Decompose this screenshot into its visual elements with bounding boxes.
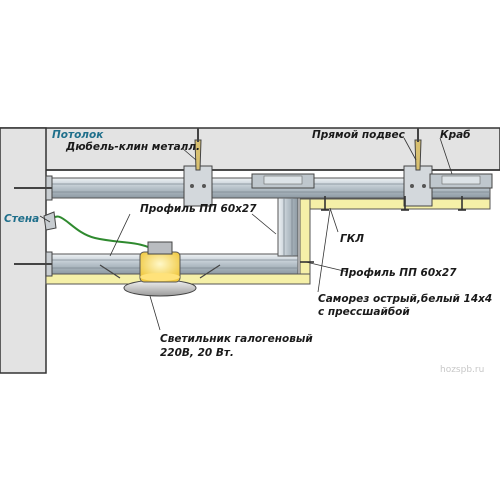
watermark: hozspb.ru — [440, 365, 484, 375]
crab-connector-1 — [251, 173, 315, 189]
label-lamp-line2: 220В, 20 Вт. — [160, 347, 234, 359]
wall-bracket-upper — [14, 175, 53, 201]
label-ceiling: Потолок — [52, 129, 104, 141]
direct-hanger-2 — [403, 128, 433, 207]
gkl-board-vertical — [299, 198, 311, 284]
leader-lines — [39, 137, 453, 331]
label-crab: Краб — [440, 129, 471, 141]
label-profile-upper: Профиль ПП 60х27 — [140, 203, 257, 215]
label-wall: Стена — [4, 213, 39, 225]
label-gkl: ГКЛ — [340, 233, 364, 245]
profile-vertical — [277, 197, 299, 257]
screw-1 — [321, 196, 329, 211]
halogen-lamp — [99, 241, 221, 297]
crab-connector-2 — [429, 173, 493, 189]
label-dowel: Дюбель-клин металл. — [65, 141, 200, 153]
electrical-wire — [49, 215, 159, 253]
label-screw-line1: Саморез острый,белый 14х4 — [318, 293, 492, 305]
screw-2 — [401, 196, 409, 211]
direct-hanger-1 — [183, 128, 213, 207]
wire-clamp — [43, 211, 57, 231]
label-profile-lower: Профиль ПП 60х27 — [340, 267, 457, 279]
label-screw-line2: с прессшайбой — [318, 306, 410, 318]
label-hanger: Прямой подвес — [312, 129, 406, 141]
wall-bracket-lower — [14, 251, 53, 277]
screw-3 — [458, 196, 466, 211]
label-lamp-line1: Светильник галогеновый — [160, 333, 313, 345]
